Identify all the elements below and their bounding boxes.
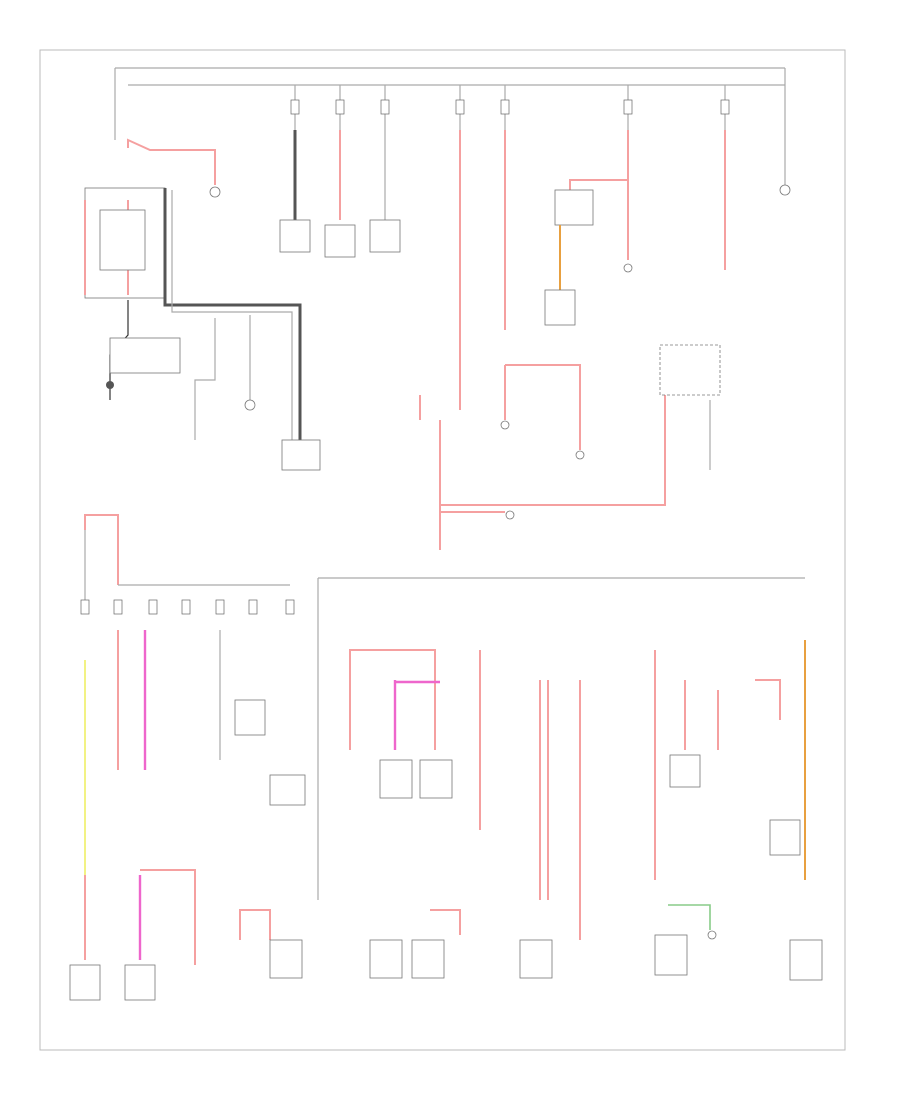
fuse-top-7 bbox=[720, 85, 730, 130]
component-1 bbox=[279, 219, 311, 253]
fuse-top-2 bbox=[335, 85, 345, 130]
bottom-right-branch bbox=[239, 577, 823, 981]
top-power-bus bbox=[114, 67, 786, 140]
middle-section bbox=[419, 344, 721, 550]
fuse-top-4 bbox=[455, 85, 465, 130]
fuse-top-1 bbox=[290, 85, 300, 130]
component-3 bbox=[369, 219, 401, 253]
fuse-top-5 bbox=[500, 85, 510, 130]
component-4 bbox=[544, 289, 576, 326]
fuse-top-3 bbox=[380, 85, 390, 130]
top-components bbox=[279, 120, 791, 410]
bottom-left-fuses bbox=[80, 599, 295, 615]
bottom-left-branch bbox=[69, 514, 306, 1001]
diagram-frame bbox=[39, 49, 846, 1051]
component-2 bbox=[324, 224, 356, 258]
top-fuse-row bbox=[290, 85, 730, 130]
ignition-relay-section bbox=[84, 138, 321, 471]
fuse-top-6 bbox=[623, 85, 633, 130]
